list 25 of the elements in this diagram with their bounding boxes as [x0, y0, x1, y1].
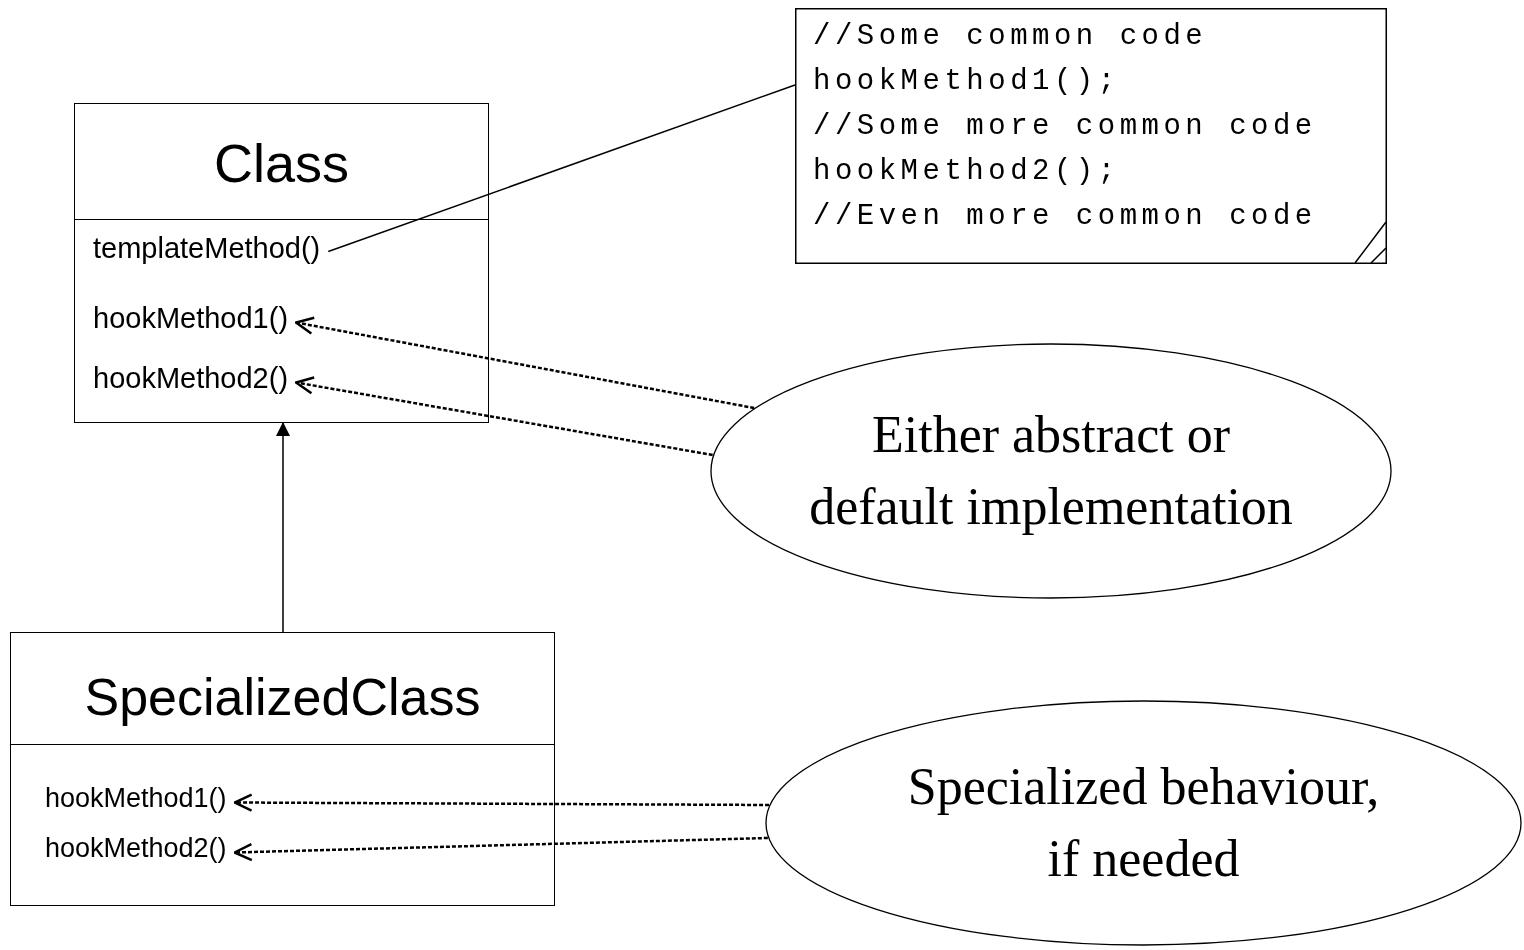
- ellipse-text: Specialized behaviour, if needed: [906, 757, 1381, 889]
- dashed-arrow: [233, 793, 770, 812]
- note-box: [795, 8, 1387, 264]
- method-name: hookMethod2(): [93, 362, 297, 395]
- connector-line: [327, 84, 796, 253]
- dashed-arrow: [294, 316, 755, 410]
- code-line: //Even more common code: [813, 200, 1317, 233]
- method-name: hookMethod1(): [45, 783, 235, 814]
- class-name: Class: [213, 132, 350, 194]
- dashed-arrow: [233, 836, 768, 862]
- class-box: [74, 103, 489, 423]
- note-ellipse: [765, 700, 1522, 946]
- dashed-arrow: [294, 376, 713, 457]
- method-name: templateMethod(): [93, 232, 329, 265]
- code-line: //Some more common code: [813, 110, 1317, 143]
- code-line: //Some common code: [813, 20, 1208, 53]
- ellipse-text: Either abstract or default implementation: [808, 405, 1294, 537]
- code-line: hookMethod2();: [813, 155, 1120, 188]
- method-name: hookMethod1(): [93, 302, 297, 335]
- method-name: hookMethod2(): [45, 833, 235, 864]
- code-line: hookMethod1();: [813, 65, 1120, 98]
- class-box: [10, 632, 555, 906]
- class-name: SpecializedClass: [83, 667, 482, 727]
- arrow: [276, 422, 290, 633]
- note-ellipse: [710, 343, 1392, 599]
